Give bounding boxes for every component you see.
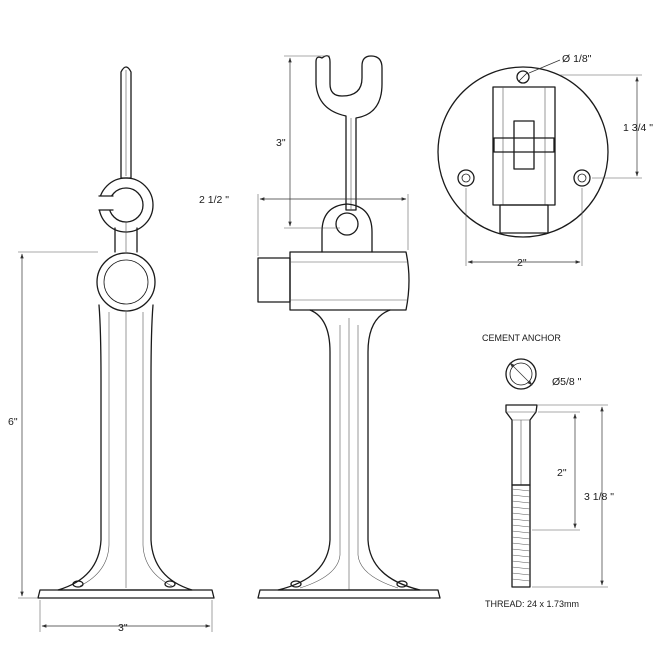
plate-hole-left [457, 169, 475, 187]
anchor-threads [511, 484, 531, 588]
dim-sleeve-label: 2" [557, 467, 567, 479]
dim-height-label: 6" [8, 416, 18, 428]
side-view: 3" 2 1/2 " [199, 55, 441, 599]
dim-depth-label: 2 1/2 " [199, 194, 229, 206]
plate-view: Ø 1/8" 1 3/4 " 2" [437, 53, 653, 269]
side-base [257, 589, 441, 599]
front-hook-rod [120, 66, 132, 179]
front-knuckle [96, 252, 156, 312]
side-lug [321, 203, 373, 253]
dim-anchor-length-label: 3 1/8 " [584, 491, 614, 503]
dim-screw-label: Ø 1/8" [562, 53, 592, 65]
front-view: 6" 3" [8, 66, 215, 634]
anchor-top-ring [505, 358, 537, 390]
dim-screw-leader [528, 59, 561, 74]
plate-clip-foot [499, 204, 549, 234]
plate-screw [516, 70, 530, 84]
side-knuckle [289, 251, 410, 311]
front-post [57, 304, 193, 591]
anchor-dia-label: Ø5/8 " [552, 376, 582, 388]
front-base [37, 589, 215, 599]
plate-outline [437, 66, 609, 238]
anchor-view: CEMENT ANCHOR Ø5/8 " 2" 3 1/8 " THREAD: … [482, 333, 614, 609]
dim-plate-height-label: 1 3/4 " [623, 122, 653, 134]
thread-spec-label: THREAD: 24 x 1.73mm [485, 599, 579, 609]
side-knuckle-cap [257, 257, 291, 303]
plate-clip-body [492, 86, 556, 206]
front-neck [114, 227, 138, 253]
plate-hole-right [573, 169, 591, 187]
side-hook [315, 55, 383, 211]
anchor-title: CEMENT ANCHOR [482, 333, 561, 343]
dim-base-width-label: 3" [118, 622, 128, 634]
dim-plate-width-label: 2" [517, 257, 527, 269]
anchor-sleeve [505, 404, 538, 486]
dim-hook-drop-label: 3" [276, 137, 286, 149]
